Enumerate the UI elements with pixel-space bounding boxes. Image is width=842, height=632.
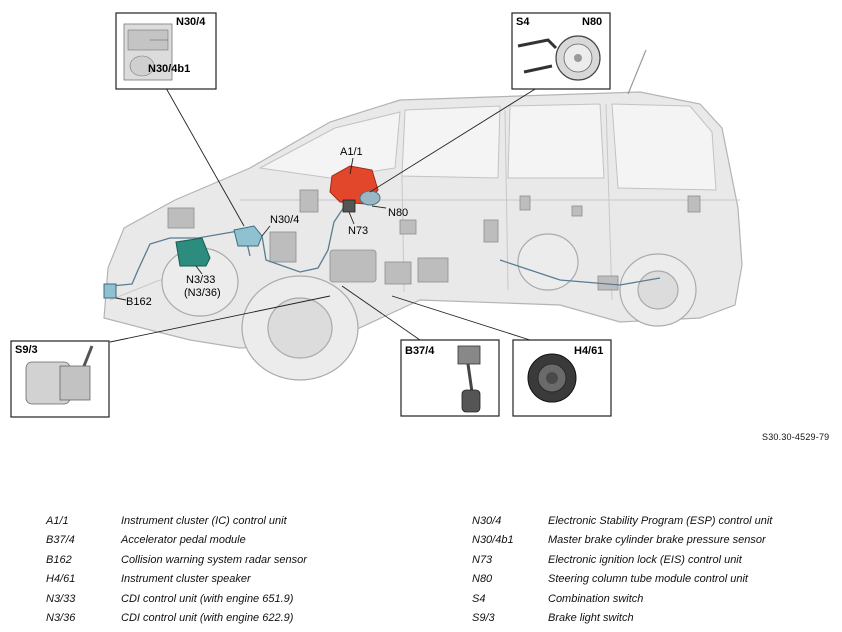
- legend-description: Master brake cylinder brake pressure sen…: [548, 534, 766, 547]
- legend-description: Brake light switch: [548, 612, 634, 625]
- legend-row: N80 Steering column tube module control u…: [472, 570, 772, 589]
- legend-row: N73 Electronic ignition lock (EIS) contro…: [472, 551, 772, 570]
- legend-description: Electronic ignition lock (EIS) control u…: [548, 553, 742, 566]
- legend-description: CDI control unit (with engine 651.9): [121, 592, 294, 605]
- callout-b37-4: B37/4: [405, 345, 435, 357]
- legend-description: Collision warning system radar sensor: [121, 553, 307, 566]
- vehicle-component-diagram: N30/4 N30/4b1 S4 N80 S9/3 B37/4 H4/61: [10, 12, 743, 418]
- cdi-control-unit-component: [175, 237, 211, 267]
- inset-box-esp-unit: N30/4 N30/4b1: [115, 12, 217, 90]
- rear-wheels: [517, 233, 697, 327]
- callout-n3-33: N3/33: [186, 274, 215, 286]
- legend-row: N30/4 Electronic Stability Program (ESP) …: [472, 512, 772, 531]
- legend-left-column: A1/1 Instrument cluster (IC) control unit…: [46, 512, 307, 628]
- legend-row: N3/36 CDI control unit (with engine 622.9…: [46, 609, 307, 628]
- callout-n80: N80: [388, 207, 408, 219]
- callout-n30-4b1-box: N30/4b1: [148, 63, 190, 75]
- callout-a1-1: A1/1: [340, 146, 363, 158]
- callout-n73: N73: [348, 225, 368, 237]
- vehicle-callout-labels: A1/1 N80 N73 N30/4 N3/33 (N3/36) B162: [126, 146, 408, 308]
- legend-code: A1/1: [46, 515, 69, 527]
- antenna: [627, 49, 647, 95]
- legend-row: S4 Combination switch: [472, 590, 772, 609]
- inset-box-steering-column: S4 N80: [511, 12, 611, 90]
- legend-code: B162: [46, 553, 72, 566]
- legend-description: Accelerator pedal module: [121, 534, 246, 547]
- callout-b162: B162: [126, 296, 152, 308]
- steering-column-module-component: [359, 190, 381, 206]
- esp-control-unit-component: [233, 225, 263, 247]
- legend-code: B37/4: [46, 534, 75, 547]
- legend-row: S9/3 Brake light switch: [472, 609, 772, 628]
- legend-code: N30/4b1: [472, 534, 514, 547]
- legend-code: S9/3: [472, 612, 495, 625]
- legend-description: CDI control unit (with engine 622.9): [121, 612, 294, 625]
- legend-right-column: N30/4 Electronic Stability Program (ESP) …: [472, 512, 772, 628]
- van-window-outlines: [258, 103, 717, 191]
- callout-s4: S4: [516, 16, 530, 28]
- ignition-lock-component: [342, 199, 356, 213]
- legend-description: Steering column tube module control unit: [548, 573, 748, 586]
- legend-row: B37/4 Accelerator pedal module: [46, 531, 307, 550]
- radar-sensor-component: [103, 283, 117, 299]
- legend-code: N30/4: [472, 515, 502, 527]
- legend-description: Combination switch: [548, 592, 644, 605]
- callout-n3-36: (N3/36): [184, 287, 221, 299]
- internal-components: [167, 189, 701, 291]
- legend-code: N73: [472, 553, 493, 566]
- legend-description: Instrument cluster (IC) control unit: [121, 515, 287, 527]
- callout-n30-4: N30/4: [270, 214, 299, 226]
- leader-lines: [109, 85, 541, 343]
- callout-h4-61: H4/61: [574, 345, 603, 357]
- legend-row: B162 Collision warning system radar senso…: [46, 551, 307, 570]
- legend-row: N30/4b1 Master brake cylinder brake press…: [472, 531, 772, 550]
- reference-code: S30.30-4529-79: [762, 432, 830, 442]
- legend-row: A1/1 Instrument cluster (IC) control unit: [46, 512, 307, 531]
- legend-description: Instrument cluster speaker: [121, 573, 251, 586]
- legend-row: N3/33 CDI control unit (with engine 651.9…: [46, 590, 307, 609]
- inset-box-cluster-speaker: H4/61: [512, 339, 612, 417]
- callout-s9-3: S9/3: [15, 344, 38, 356]
- inset-box-accelerator-pedal: B37/4: [400, 339, 500, 417]
- legend-code: H4/61: [46, 573, 76, 586]
- callout-n80-box: N80: [582, 16, 602, 28]
- callout-n30-4-box: N30/4: [176, 16, 206, 28]
- legend-code: N3/33: [46, 592, 76, 605]
- legend-code: S4: [472, 592, 486, 605]
- legend-code: N80: [472, 573, 493, 586]
- inset-box-brake-light-switch: S9/3: [10, 340, 110, 418]
- legend-code: N3/36: [46, 612, 76, 625]
- legend-row: H4/61 Instrument cluster speaker: [46, 570, 307, 589]
- legend-description: Electronic Stability Program (ESP) contr…: [548, 515, 773, 527]
